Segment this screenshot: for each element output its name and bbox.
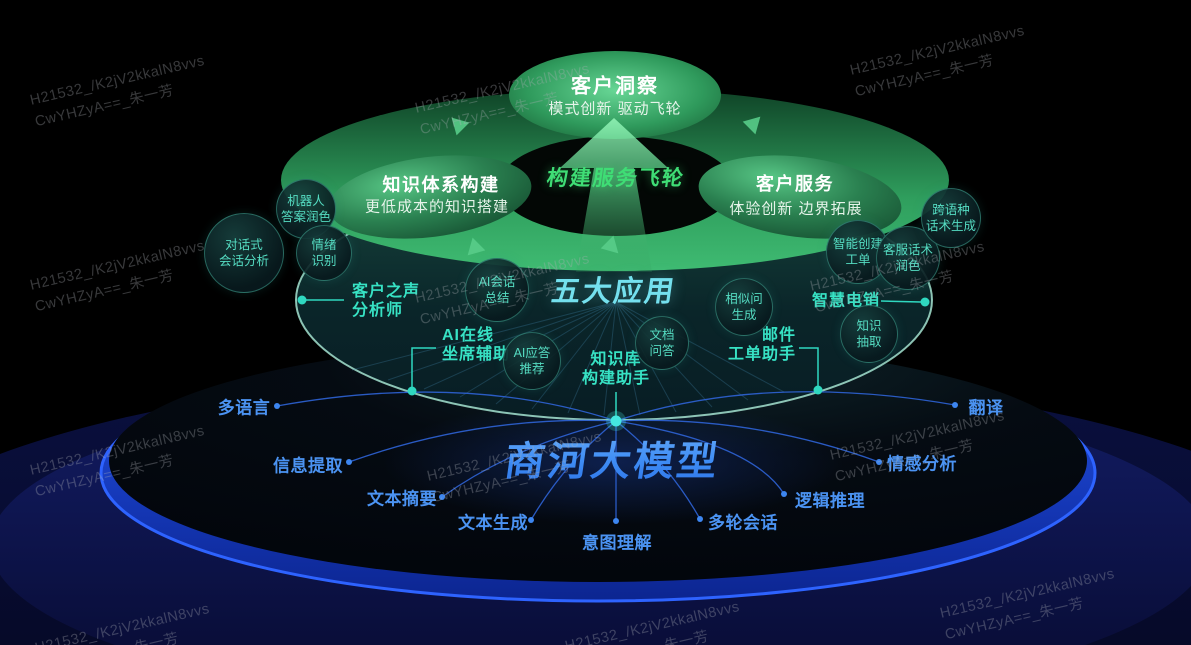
capability-translation: 翻译 — [968, 398, 1004, 418]
capability-info-extraction: 信息提取 — [273, 456, 343, 476]
center-hub-dot — [610, 415, 622, 427]
model-title: 商河大模型 — [501, 429, 724, 487]
knowledge-subtitle: 更低成本的知识搭建 — [364, 198, 510, 216]
flow-arrow-icons — [451, 116, 761, 256]
flywheel-right-blob — [698, 155, 902, 239]
app-ai-agent-assist: AI在线 坐席辅助 — [442, 327, 511, 363]
bubble-ai-reply-suggest: AI应答推荐 — [503, 332, 561, 390]
flywheel-center-label: 构建服务飞轮 — [545, 167, 687, 190]
app-email-ticket-assistant: 邮件 工单助手 — [727, 327, 796, 363]
applications-title: 五大应用 — [549, 276, 678, 308]
title-glow — [383, 400, 843, 524]
capability-text-summary: 文本摘要 — [367, 489, 437, 509]
flywheel-left-blob — [328, 155, 532, 239]
app-voice-of-customer: 客户之声 分析师 — [352, 283, 421, 319]
capability-multiturn-dialog: 多轮会话 — [708, 513, 778, 533]
app-knowledge-base-builder: 知识库 构建助手 — [581, 351, 651, 387]
bubble-ai-session-summary: AI会话总结 — [465, 258, 529, 322]
capability-dots — [274, 402, 958, 524]
capability-multilingual: 多语言 — [217, 398, 271, 418]
capability-connectors — [276, 391, 956, 521]
capability-text-generation: 文本生成 — [458, 513, 528, 533]
capability-sentiment-analysis: 情感分析 — [887, 454, 957, 474]
bubble-similar-question: 相似问生成 — [715, 278, 773, 336]
light-rays — [351, 301, 785, 416]
service-title: 客户服务 — [756, 174, 834, 194]
bubble-knowledge-extract: 知识抽取 — [840, 305, 898, 363]
bubble-cross-language-script: 跨语种话术生成 — [921, 188, 981, 248]
app-dots — [297, 295, 930, 396]
knowledge-title: 知识体系构建 — [382, 175, 500, 195]
bubble-robot-answer-polish: 机器人答案润色 — [276, 179, 336, 239]
up-arrow-icon — [560, 118, 668, 272]
app-connectors — [306, 299, 922, 416]
insight-subtitle: 模式创新 驱动飞轮 — [548, 100, 682, 118]
bubble-doc-qa: 文档问答 — [635, 316, 689, 370]
insight-title: 客户洞察 — [571, 75, 659, 98]
capability-logical-reasoning: 逻辑推理 — [795, 491, 865, 511]
capability-intent-understanding: 意图理解 — [582, 533, 652, 553]
bubble-dialog-analysis: 对话式会话分析 — [204, 213, 284, 293]
bubble-emotion-recognition: 情绪识别 — [296, 225, 352, 281]
service-subtitle: 体验创新 边界拓展 — [729, 200, 863, 218]
flywheel-top-blob — [509, 51, 721, 139]
